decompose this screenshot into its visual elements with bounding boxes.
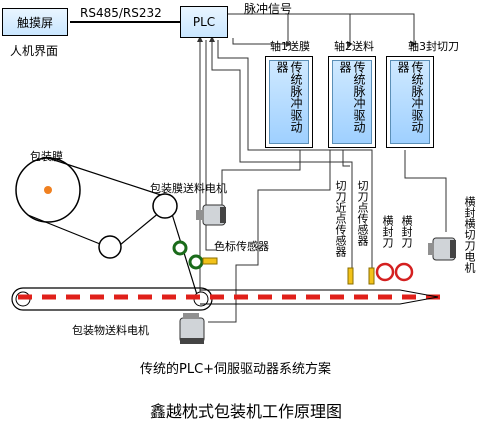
- seal-cut-motor-label: 横封横切刀电机: [463, 196, 476, 273]
- film-motor-label: 包装膜送料电机: [150, 182, 227, 195]
- pulse-signal-label: 脉冲信号: [244, 2, 293, 16]
- product-motor-label: 包装物送料电机: [72, 324, 149, 337]
- axis-1-driver-label: 传统脉冲驱动器: [269, 60, 309, 144]
- bus-label: RS485/RS232: [80, 6, 162, 20]
- film-label: 包装膜: [30, 150, 63, 163]
- page-title: 鑫越枕式包装机工作原理图: [150, 402, 343, 421]
- seal-cut-motor-icon: [428, 237, 456, 261]
- axis-2-driver: 传统脉冲驱动器: [328, 56, 376, 148]
- touchscreen-box: 触摸屏: [2, 8, 68, 36]
- seal-knife-icon-1: [375, 262, 395, 282]
- pulse-line: [225, 13, 415, 44]
- cutter-near-sensor-icon: [347, 267, 354, 285]
- axis-2-label: 轴2送料: [334, 40, 374, 53]
- color-sensor-label: 色标传感器: [214, 240, 269, 253]
- plc-label: PLC: [192, 15, 216, 29]
- film-motor-icon: [196, 204, 226, 226]
- cutter-point-sensor-label: 切刀点传感器: [356, 180, 369, 246]
- product-motor-icon: [179, 313, 205, 344]
- plc-box: PLC: [180, 6, 228, 38]
- axis-3-driver: 传统脉冲驱动器: [386, 56, 434, 148]
- touchscreen-label: 触摸屏: [16, 15, 53, 30]
- axis-1-driver: 传统脉冲驱动器: [265, 56, 313, 148]
- axis-2-driver-label: 传统脉冲驱动器: [332, 60, 372, 144]
- hmi-label: 人机界面: [10, 44, 59, 58]
- color-sensor-icon: [202, 257, 218, 265]
- cutter-point-sensor-icon: [368, 267, 375, 285]
- axis-1-label: 轴1送膜: [270, 40, 310, 53]
- cutter-near-sensor-label: 切刀近点传感器: [334, 180, 347, 257]
- scheme-caption: 传统的PLC+伺服驱动器系统方案: [140, 362, 332, 377]
- seal-knife-label-2: 横封刀: [400, 215, 413, 248]
- axis-3-driver-label: 传统脉冲驱动器: [390, 60, 430, 144]
- seal-knife-label-1: 横封刀: [381, 215, 394, 248]
- seal-knife-icon-2: [394, 262, 414, 282]
- axis-3-label: 轴3封切刀: [408, 40, 459, 53]
